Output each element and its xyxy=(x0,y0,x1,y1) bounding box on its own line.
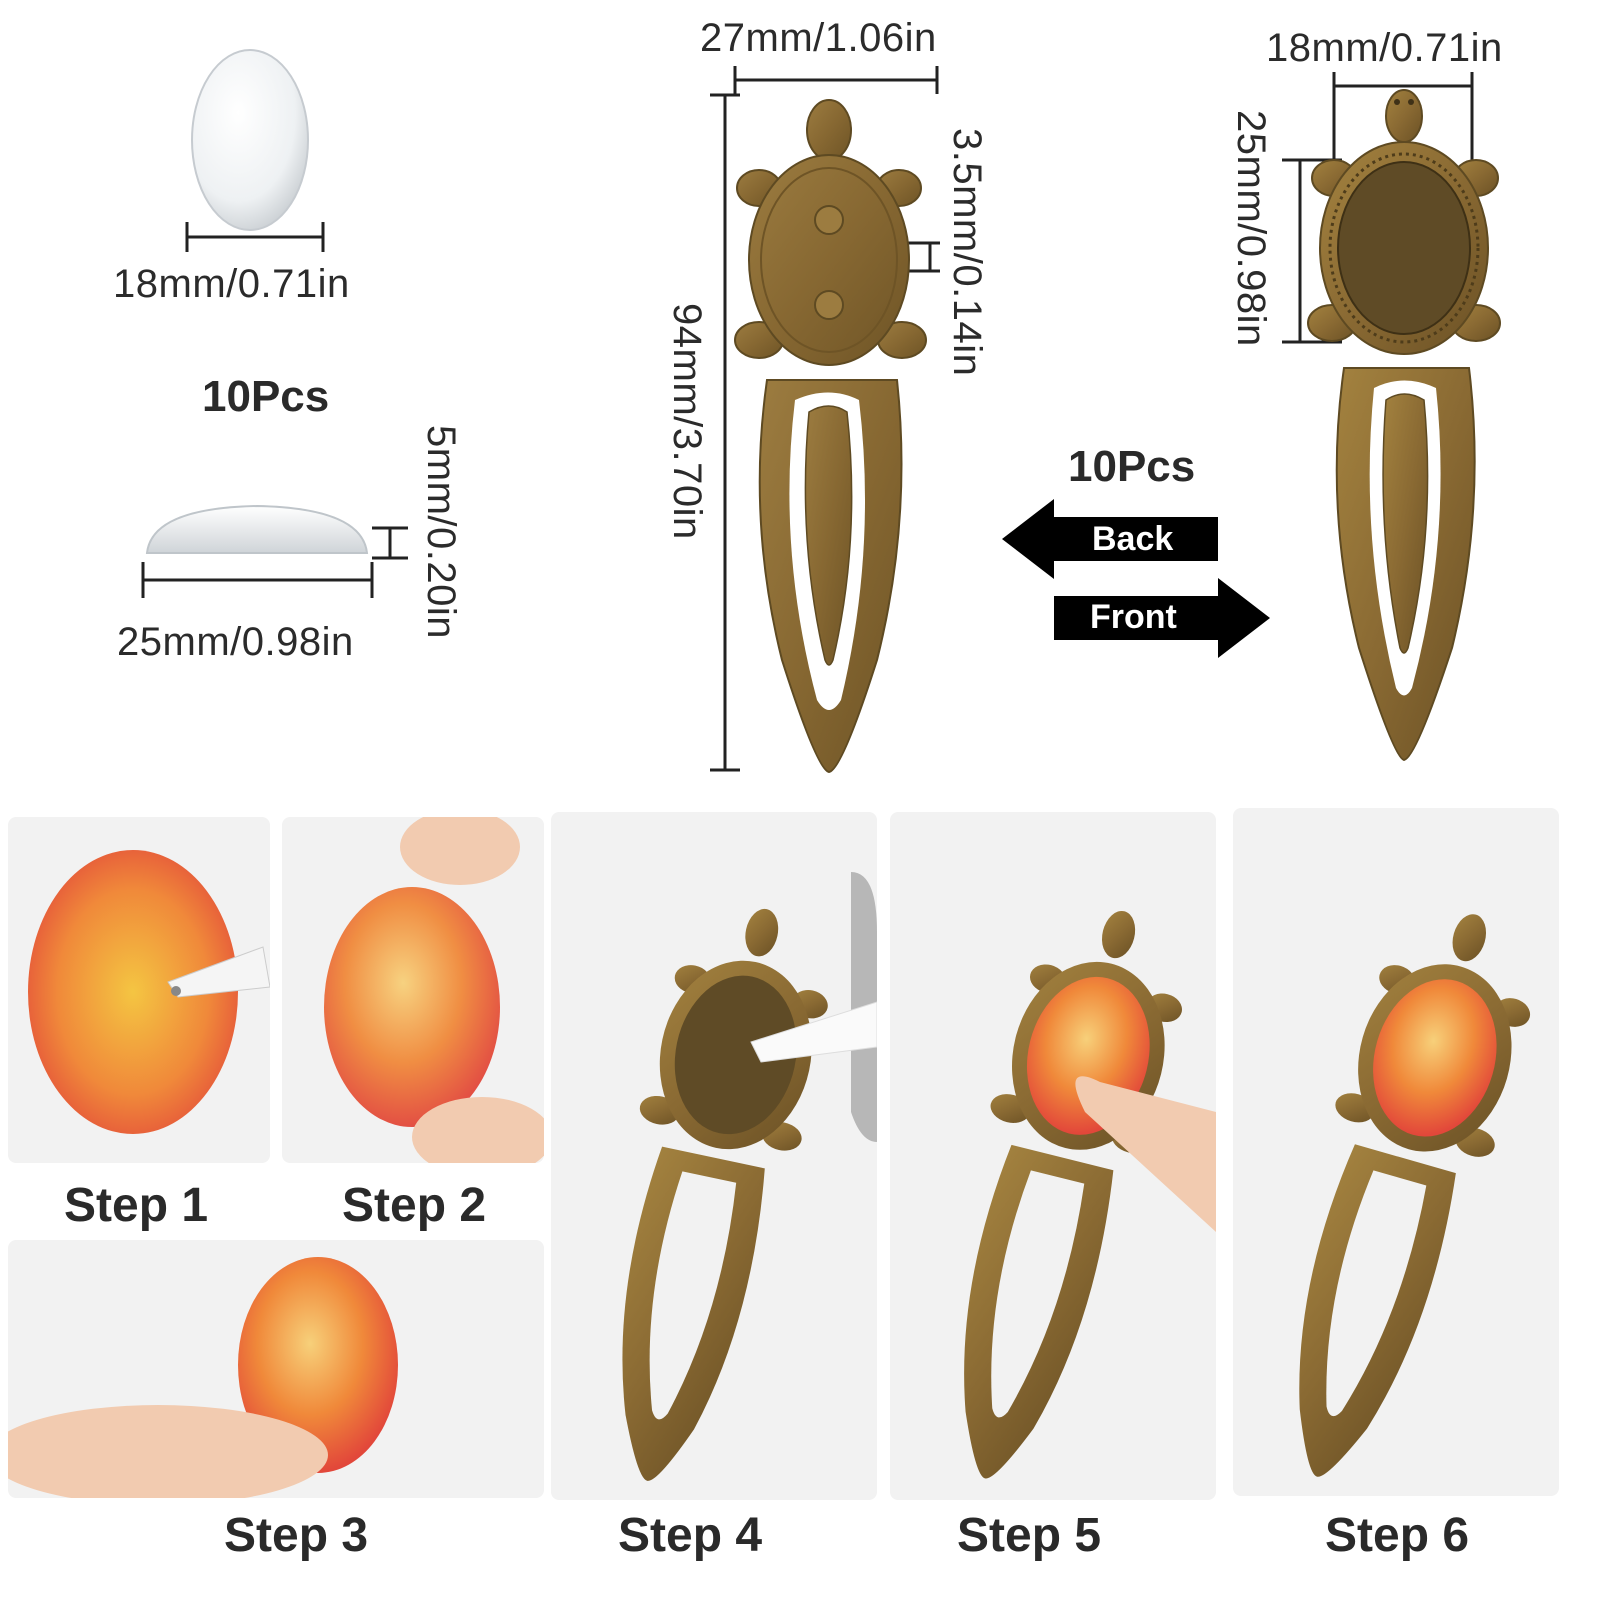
step-1-photo xyxy=(8,817,270,1163)
step-4-label: Step 4 xyxy=(618,1509,763,1562)
cabochon-quantity-label: 10Pcs xyxy=(202,372,330,421)
cabochon-height-label: 5mm/0.20in xyxy=(419,425,463,639)
step-5-label: Step 5 xyxy=(957,1509,1102,1562)
bookmark-back-length-dimension-line xyxy=(710,93,740,772)
cabochon-width-label: 18mm/0.71in xyxy=(113,262,350,306)
turtle-bookmark-back-illustration xyxy=(734,99,927,774)
cabochon-side-width-label: 25mm/0.98in xyxy=(117,620,354,664)
cabochon-height-dimension-line xyxy=(372,526,408,560)
step-4-photo xyxy=(551,812,877,1500)
back-label: Back xyxy=(1092,520,1174,558)
step-1-label: Step 1 xyxy=(64,1179,209,1232)
step-2-photo xyxy=(282,817,544,1163)
bookmark-quantity-label: 10Pcs xyxy=(1068,442,1196,491)
bookmark-front-tray-height-label: 25mm/0.98in xyxy=(1229,110,1273,347)
cabochon-width-dimension-line xyxy=(185,222,325,252)
step-3-label: Step 3 xyxy=(224,1509,369,1562)
bookmark-back-thickness-label: 3.5mm/0.14in xyxy=(945,128,989,377)
step-5-photo xyxy=(890,812,1216,1500)
bookmark-back-length-label: 94mm/3.70in xyxy=(665,303,709,540)
step-6-photo xyxy=(1233,808,1559,1496)
step-6-label: Step 6 xyxy=(1325,1509,1470,1562)
step-3-photo xyxy=(8,1240,544,1498)
bookmark-back-width-label: 27mm/1.06in xyxy=(700,16,937,60)
bookmark-front-tray-width-label: 18mm/0.71in xyxy=(1266,26,1503,70)
bookmark-back-width-dimension-line xyxy=(733,66,939,94)
front-label: Front xyxy=(1090,598,1177,636)
cabochon-side-view xyxy=(145,504,369,554)
cabochon-top-view xyxy=(191,49,309,231)
back-arrow-icon xyxy=(1002,499,1218,579)
cabochon-side-width-dimension-line xyxy=(141,562,374,598)
bookmark-front-tray-width-dimension-line xyxy=(1332,72,1474,162)
turtle-bookmark-front-illustration xyxy=(1307,89,1501,762)
front-arrow-icon xyxy=(1054,578,1270,658)
step-2-label: Step 2 xyxy=(342,1179,487,1232)
